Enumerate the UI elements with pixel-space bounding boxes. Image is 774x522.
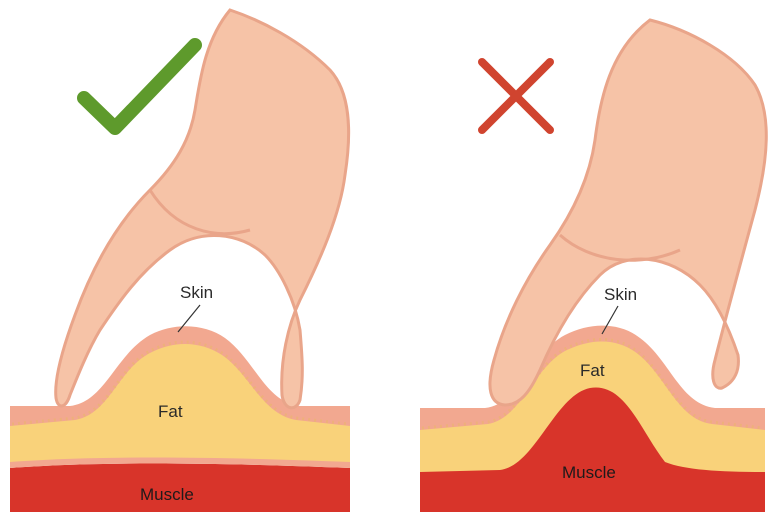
cross-mark-icon — [482, 62, 550, 130]
muscle-label: Muscle — [562, 463, 616, 482]
skin-label: Skin — [180, 283, 213, 302]
skin-label: Skin — [604, 285, 637, 304]
muscle-label: Muscle — [140, 485, 194, 504]
panel-incorrect: Skin Fat Muscle — [420, 20, 766, 512]
check-mark-icon — [84, 45, 195, 128]
fat-label: Fat — [580, 361, 605, 380]
panel-correct: Skin Fat Muscle — [10, 10, 350, 512]
fat-label: Fat — [158, 402, 183, 421]
